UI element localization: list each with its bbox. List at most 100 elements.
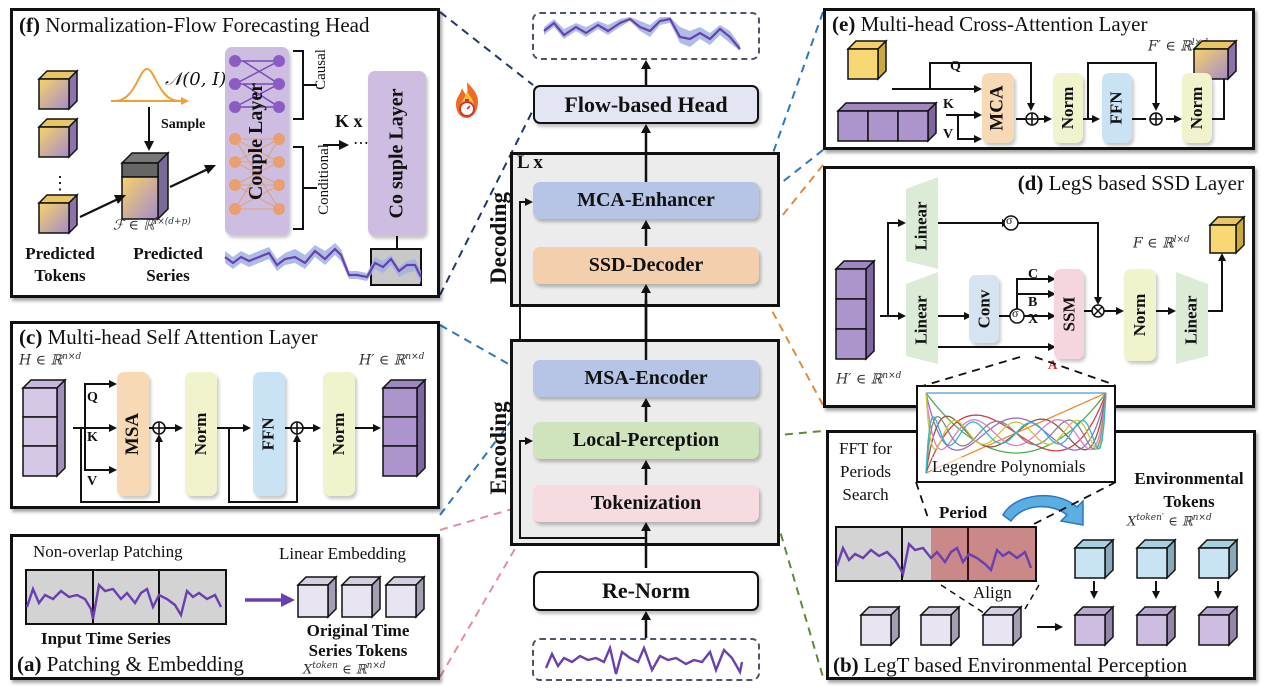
legendre-label: Legendre Polynomials (932, 457, 1086, 477)
cube (37, 69, 79, 111)
add-icon (152, 421, 166, 435)
panel-e-cross-attention: (e) Multi-head Cross-Attention Layer F′ … (823, 8, 1255, 150)
panel-a-patching: Non-overlap Patching Linear Embedding In… (10, 534, 440, 680)
panel-e-diagram (836, 39, 1238, 143)
renorm-block[interactable]: Re-Norm (533, 571, 759, 611)
output-series-box (532, 12, 760, 60)
panel-a-title: (a) Patching & Embedding (17, 652, 244, 676)
input-cubes (21, 378, 67, 478)
legendre-polynomials-inset: Legendre Polynomials (916, 385, 1116, 483)
embedding-arrow (245, 593, 295, 607)
panel-b-cubes (860, 539, 1238, 646)
msa-encoder-block[interactable]: MSA-Encoder (533, 360, 759, 397)
sigma-icon (1003, 215, 1019, 231)
couple-layer-block[interactable]: Couple Layer (225, 47, 289, 235)
connector-e-top (756, 11, 824, 199)
k-label: K (87, 430, 98, 445)
panel-f-flow-head: (f) Normalization-Flow Forecasting Head … (10, 8, 440, 298)
norm-block-2[interactable]: Norm (1182, 73, 1212, 143)
arrow-to-flow-head (641, 124, 651, 154)
feature-to-couple-arrow (169, 165, 216, 188)
multiply-icon (1091, 304, 1105, 318)
encoding-arrows (519, 300, 651, 568)
input-time-series-label: Input Time Series (41, 629, 171, 648)
c-label: C (1028, 267, 1039, 282)
panel-b-title: (b) LegT based Environmental Perception (833, 653, 1188, 677)
arrow-output (641, 60, 651, 86)
period-arrow-icon (1002, 494, 1084, 526)
original-token-cubes (296, 575, 426, 619)
panel-d-ssd-layer: (d) LegS based SSD Layer (823, 166, 1255, 408)
fire-stopwatch-icon (452, 80, 482, 120)
legendre-curve (925, 392, 1107, 450)
output-cube (1208, 215, 1246, 255)
sigma-icon (1009, 308, 1025, 324)
legendre-curve (925, 392, 1107, 451)
decoding-repeat-label: L x (517, 152, 543, 173)
token-math: Xtoken ∈ ℝn×d (303, 661, 386, 678)
legendre-curve (925, 392, 1107, 451)
panel-c-input-math: H ∈ ℝn×d (19, 352, 82, 369)
q-label: Q (87, 390, 98, 405)
sigma-label-top: σ (1006, 213, 1013, 227)
a-label: A (1048, 357, 1058, 372)
mca-block[interactable]: MCA (982, 73, 1014, 143)
tokenization-block[interactable]: Tokenization (533, 485, 759, 522)
legendre-curves (925, 392, 1107, 474)
tokens-to-feature-arrow (79, 195, 126, 218)
cosuple-layer-block[interactable]: Co suple Layer (368, 71, 426, 236)
gaussian-curve-icon (111, 67, 189, 105)
connector-f-bottom (439, 109, 534, 296)
arrow-to-renorm (641, 611, 651, 639)
linear-top-block (906, 177, 938, 269)
ffn-block[interactable]: FFN (253, 372, 285, 496)
query-cube (846, 39, 888, 81)
mca-enhancer-block[interactable]: MCA-Enhancer (533, 182, 759, 219)
sigma-label-mid: σ (1012, 306, 1019, 320)
output-cubes (381, 378, 427, 478)
sample-arrow (144, 107, 154, 151)
feature-math: ℱ ∈ ℝl×(d+p) (113, 217, 191, 234)
couple-layer-network-icon (229, 55, 285, 215)
gaussian-label: 𝒩(0, I) (165, 69, 227, 90)
x-label: X (1028, 312, 1039, 327)
msa-block[interactable]: MSA (117, 372, 149, 496)
q-label: Q (950, 59, 961, 74)
panel-c-diagram (21, 378, 427, 503)
panel-d-input-math: H′ ∈ ℝn×d (836, 371, 902, 388)
norm-block-1[interactable]: Norm (1053, 73, 1083, 143)
linear-out-block (1176, 272, 1208, 364)
k-label: K (943, 97, 954, 112)
panel-c-self-attention: (c) Multi-head Self Attention Layer H ∈ … (10, 321, 440, 509)
add-icon (290, 421, 304, 435)
couple-to-cosuple-arrow (323, 140, 349, 150)
feature-cube (120, 151, 170, 221)
norm-block-2[interactable]: Norm (323, 372, 355, 496)
conv-block[interactable]: Conv (969, 275, 999, 343)
norm-block-1[interactable]: Norm (185, 372, 217, 496)
ellipsis: ⋯ (353, 135, 369, 152)
key-value-cubes (836, 101, 938, 143)
local-perception-block[interactable]: Local-Perception (533, 422, 759, 459)
panel-e-title: (e) Multi-head Cross-Attention Layer (832, 12, 1148, 36)
connector-b-bottom (756, 452, 824, 678)
predicted-token-cubes: ⋮ (37, 69, 79, 235)
flow-based-head-block[interactable]: Flow-based Head (533, 85, 759, 124)
ssm-block[interactable]: SSM (1054, 269, 1084, 359)
non-overlap-patching-label: Non-overlap Patching (33, 542, 183, 561)
connector-a-top (439, 502, 534, 531)
align-label: Align (973, 583, 1012, 602)
norm-block[interactable]: Norm (1124, 269, 1156, 361)
panel-f-title: (f) Normalization-Flow Forecasting Head (19, 13, 370, 37)
b-label: B (1028, 295, 1038, 310)
connector-a-bottom (439, 517, 534, 678)
ffn-block[interactable]: FFN (1102, 73, 1132, 143)
panel-d-diagram (834, 177, 1246, 364)
input-series-box (532, 638, 760, 681)
ssd-decoder-block[interactable]: SSD-Decoder (533, 247, 759, 284)
hidden-state-cubes (834, 259, 876, 361)
